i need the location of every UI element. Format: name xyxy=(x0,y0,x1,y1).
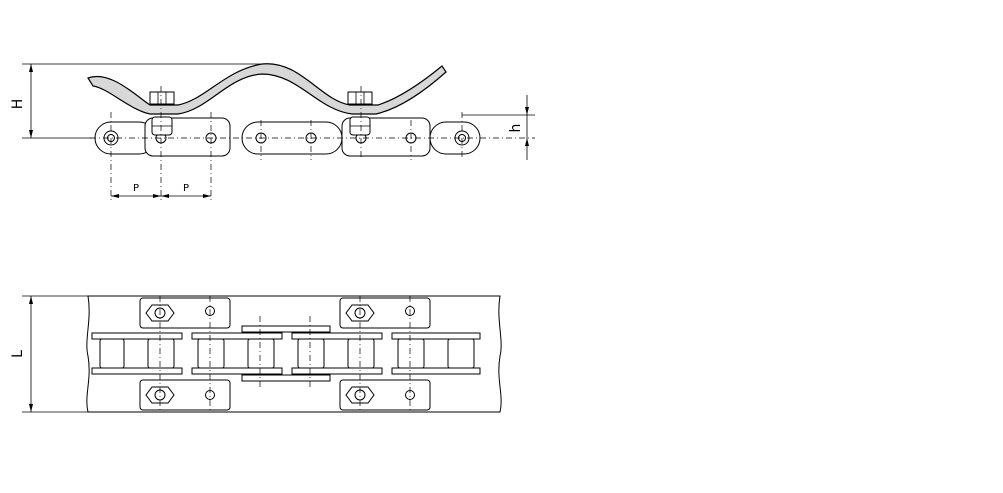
label-P-1: P xyxy=(133,183,139,194)
label-H: H xyxy=(10,99,26,110)
dimension-P: P P xyxy=(111,183,211,198)
bolt-right xyxy=(347,91,373,136)
plan-view: L xyxy=(10,295,502,413)
label-L: L xyxy=(10,350,26,358)
chain-links-plan xyxy=(91,325,481,382)
strip-outline xyxy=(86,295,502,413)
dimension-h: h xyxy=(462,95,535,160)
label-P-2: P xyxy=(183,183,189,194)
side-view: H h P P xyxy=(10,63,535,202)
label-h: h xyxy=(508,124,524,133)
dimension-H: H xyxy=(10,63,260,139)
wavy-attachment-strip xyxy=(87,63,447,115)
bolt-left xyxy=(149,91,175,136)
dimension-L: L xyxy=(10,295,88,413)
